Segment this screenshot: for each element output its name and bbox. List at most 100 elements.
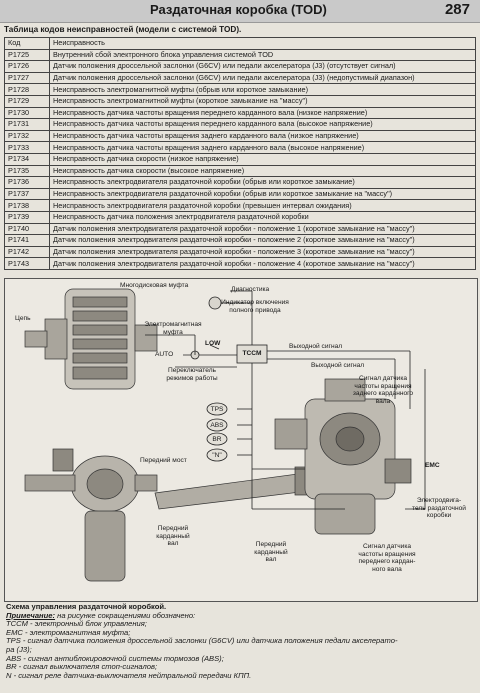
cell-code: P1742 xyxy=(4,245,50,259)
diagram-notes: Схема управления раздаточной коробкой. П… xyxy=(6,602,474,680)
note-line: BR - сигнал выключателя стоп-сигналов; xyxy=(6,662,158,672)
cell-fault: Датчик положения электродвигателя раздат… xyxy=(49,222,476,236)
note-line: TCCM - электронный блок управления; xyxy=(6,619,147,629)
label-diagnostics: Диагностика xyxy=(231,286,270,293)
note-line: ABS - сигнал антиблокировочной системы т… xyxy=(6,653,224,663)
cell-fault: Неисправность электродвигателя раздаточн… xyxy=(49,187,476,201)
label-br: BR xyxy=(212,436,222,443)
cell-fault: Неисправность датчика частоты вращения з… xyxy=(49,141,476,154)
cell-code: P1743 xyxy=(4,257,50,270)
cell-code: P1741 xyxy=(4,234,50,247)
cell-fault: Датчик положения электродвигателя раздат… xyxy=(49,234,476,247)
column-header-code: Код xyxy=(4,37,50,50)
note-line: N - сигнал реле датчика-выключателя нейт… xyxy=(6,670,252,680)
note-line: TPS - сигнал датчика положения дроссельн… xyxy=(6,636,398,646)
cell-code: P1739 xyxy=(4,210,50,224)
label-multidisc-clutch: Многодисковая муфта xyxy=(120,282,189,289)
cell-code: P1730 xyxy=(4,106,50,120)
label-output-signal-2: Выходной сигнал xyxy=(311,362,365,369)
cell-fault: Датчик положения дроссельной заслонки (G… xyxy=(49,60,476,73)
cell-fault: Внутренний сбой электронного блока управ… xyxy=(49,48,476,62)
cell-code: P1737 xyxy=(4,187,50,201)
cell-code: P1725 xyxy=(4,48,50,62)
cell-fault: Датчик положения электродвигателя раздат… xyxy=(49,245,476,259)
label-emc: EMC xyxy=(425,462,440,469)
note-line: EMC - электромагнитная муфта; xyxy=(6,627,131,637)
cell-code: P1728 xyxy=(4,83,50,96)
note-line: ра (J3); xyxy=(6,644,32,654)
page-number: 287 xyxy=(444,1,470,18)
cell-fault: Датчик положения дроссельной заслонки (G… xyxy=(49,71,476,85)
cell-code: P1735 xyxy=(4,164,50,178)
table-header-row: Код Неисправность xyxy=(4,37,476,50)
front-axle-illustration xyxy=(24,448,158,582)
table-caption: Таблица кодов неисправностей (модели с с… xyxy=(4,25,242,34)
cell-fault: Неисправность датчика положения электрод… xyxy=(49,210,476,224)
cell-fault: Неисправность датчика скорости (низкое н… xyxy=(49,152,476,166)
cell-code: P1733 xyxy=(4,141,50,154)
label-tps: TPS xyxy=(210,406,224,413)
cell-fault: Неисправность датчика частоты вращения з… xyxy=(49,129,476,143)
label-low: LOW xyxy=(205,340,221,347)
transfer-case-illustration xyxy=(24,288,158,390)
signal-nodes xyxy=(206,402,228,462)
label-n: "N" xyxy=(212,452,222,459)
cell-code: P1740 xyxy=(4,222,50,236)
cell-fault: Неисправность датчика частоты вращения п… xyxy=(49,106,476,120)
label-front-axle: Передний мост xyxy=(140,457,187,464)
diagram-drawing xyxy=(24,288,426,582)
cell-fault: Неисправность датчика частоты вращения п… xyxy=(49,118,476,131)
wiring-lines xyxy=(145,290,426,510)
control-diagram: Многодисковая муфта Цепь Электромагнитна… xyxy=(4,278,478,602)
page-header: Раздаточная коробка (TOD) 287 xyxy=(0,0,480,23)
cell-code: P1729 xyxy=(4,94,50,108)
cell-code: P1731 xyxy=(4,118,50,131)
front-shaft-illustration xyxy=(154,466,316,510)
label-tccm: TCCM xyxy=(242,350,262,357)
cell-code: P1738 xyxy=(4,199,50,212)
cell-fault: Датчик положения электродвигателя раздат… xyxy=(49,257,476,270)
label-output-signal-1: Выходной сигнал xyxy=(289,343,343,350)
transfer-case-right-illustration xyxy=(274,378,412,535)
column-header-fault: Неисправность xyxy=(49,37,476,50)
label-chain: Цепь xyxy=(15,315,31,322)
cell-fault: Неисправность электромагнитной муфты (ко… xyxy=(49,94,476,108)
cell-code: P1726 xyxy=(4,60,50,73)
label-abs: ABS xyxy=(210,422,224,429)
label-auto: AUTO xyxy=(155,351,174,358)
cell-fault: Неисправность электромагнитной муфты (об… xyxy=(49,83,476,96)
cell-fault: Неисправность электродвигателя раздаточн… xyxy=(49,199,476,212)
cell-code: P1736 xyxy=(4,176,50,189)
cell-code: P1732 xyxy=(4,129,50,143)
cell-fault: Неисправность датчика скорости (высокое … xyxy=(49,164,476,178)
page-title: Раздаточная коробка (TOD) xyxy=(150,2,327,17)
